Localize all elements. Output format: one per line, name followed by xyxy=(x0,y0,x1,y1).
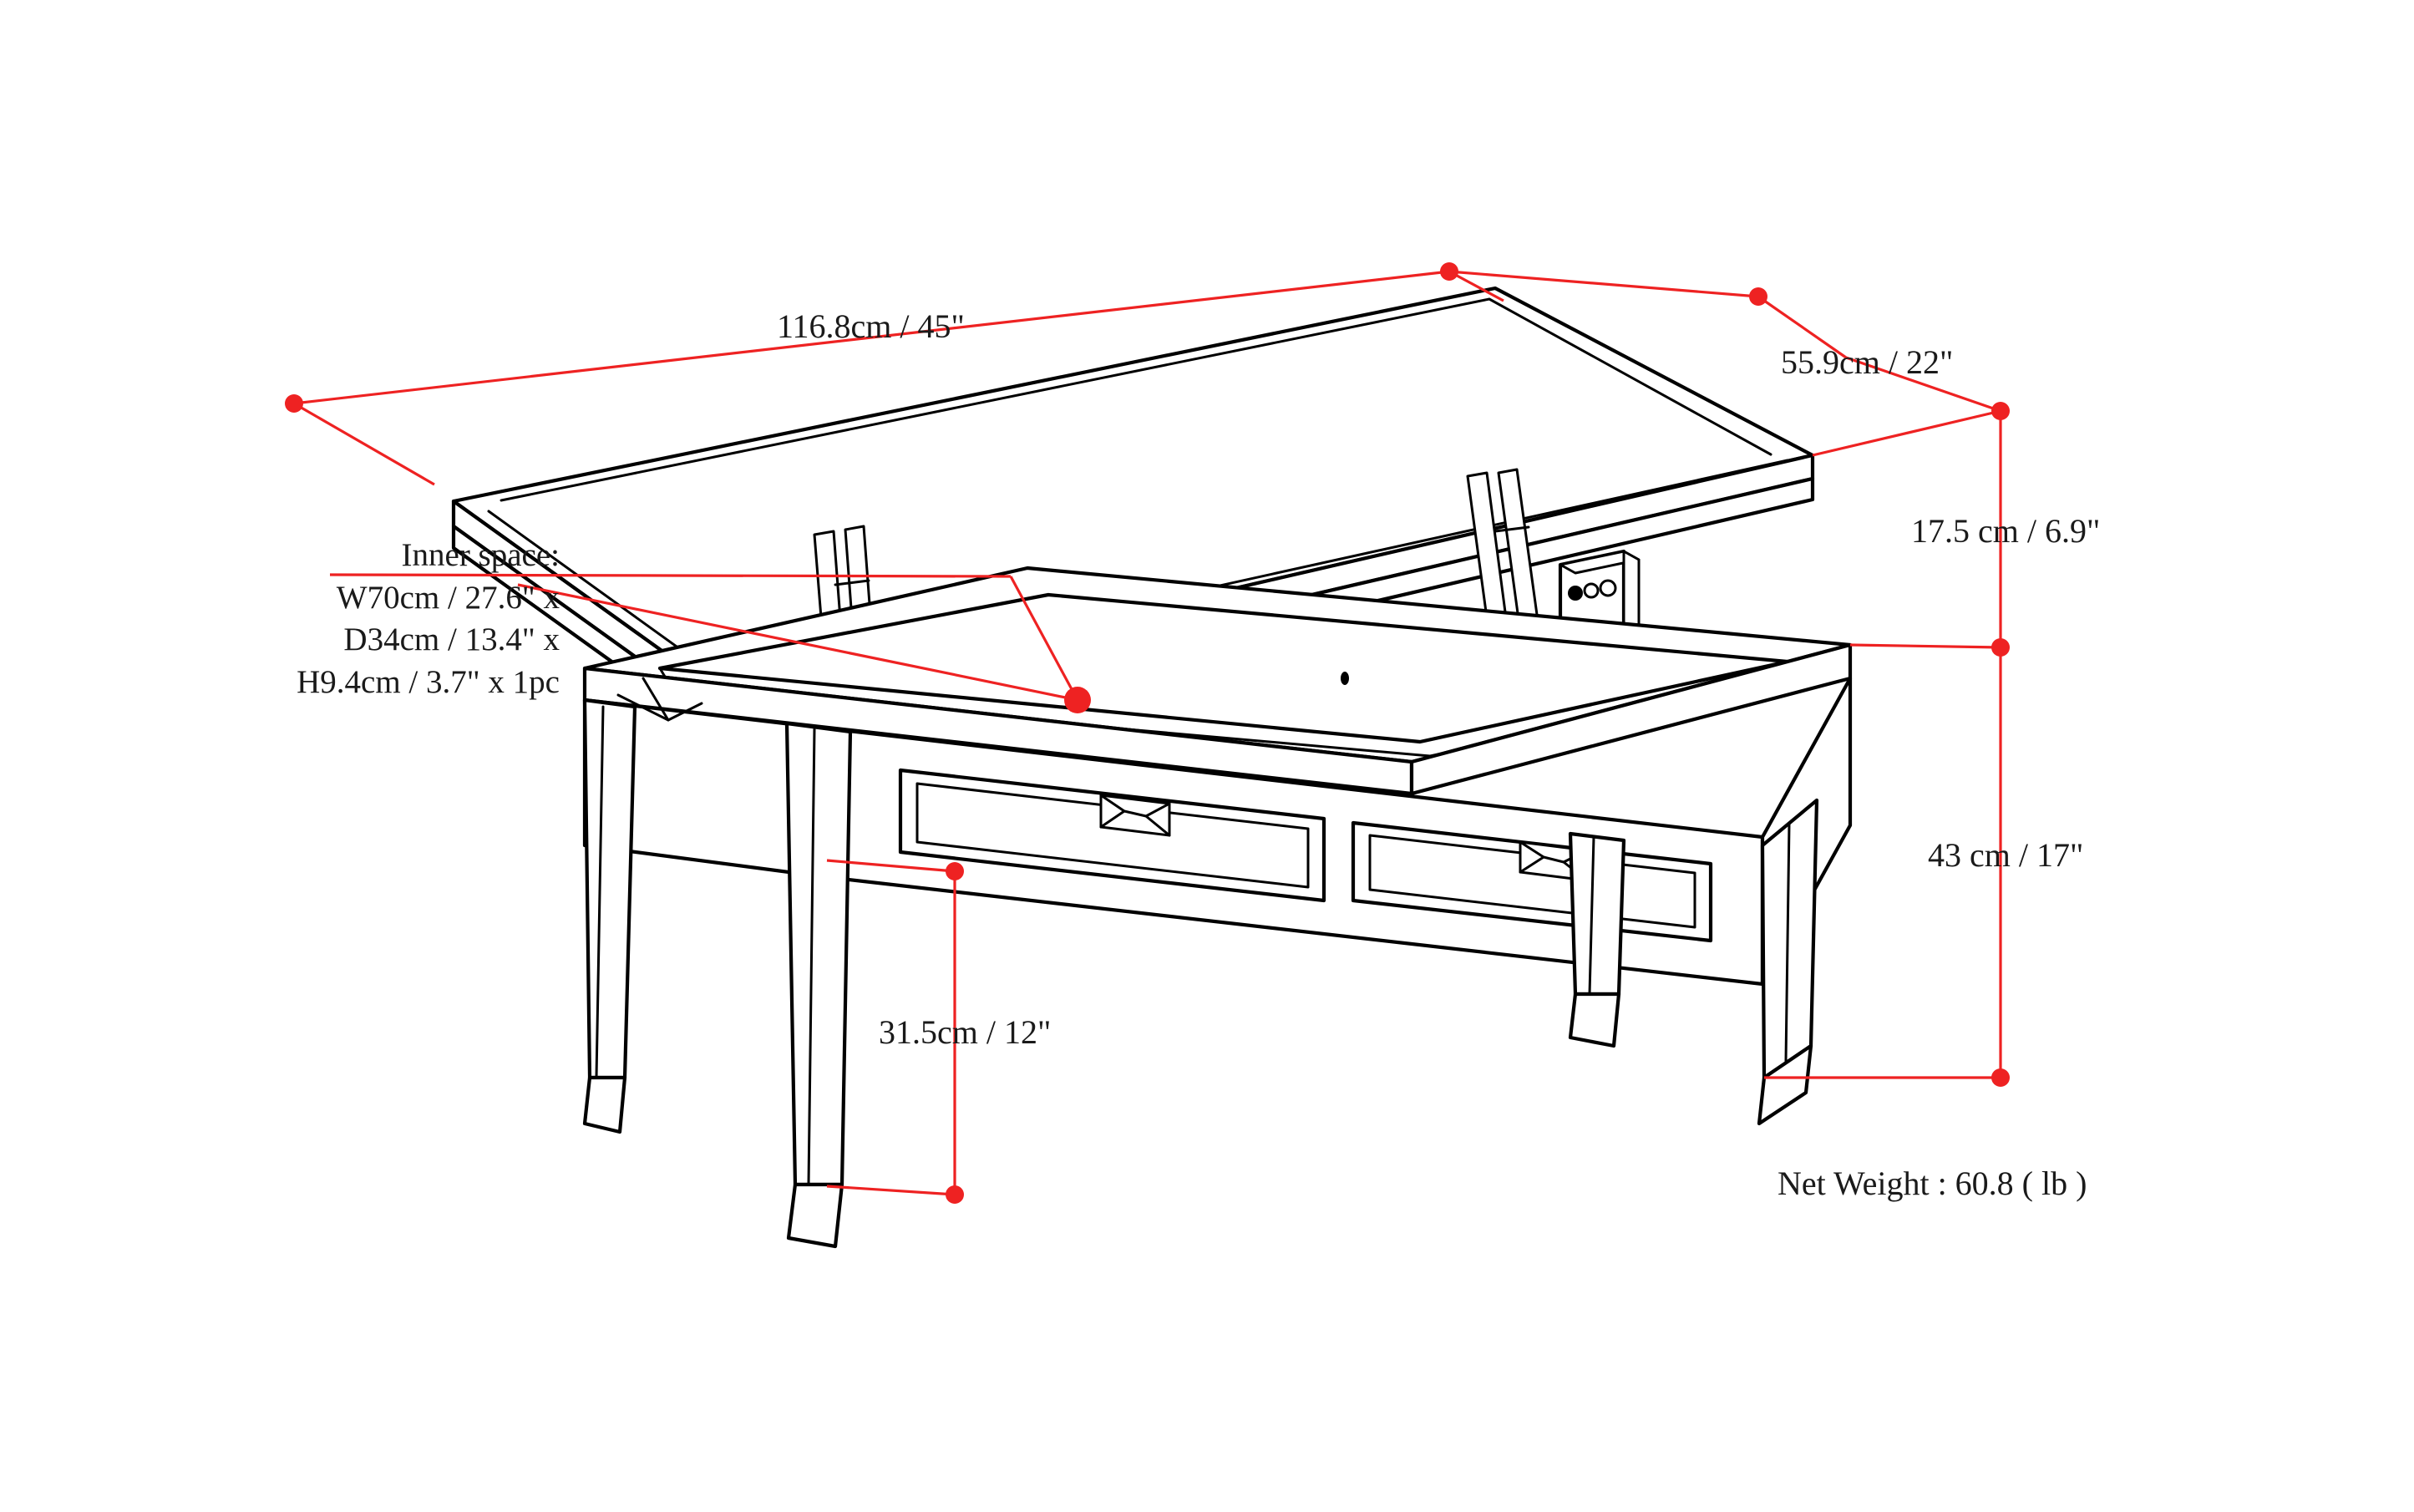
dimension-leader-inner-space xyxy=(329,573,1091,713)
label-net-weight: Net Weight : 60.8 ( lb ) xyxy=(1778,1164,2087,1202)
drawer-pull-left[interactable] xyxy=(1099,794,1171,837)
leg-rear-right xyxy=(1568,831,1626,1048)
inner-space-line-2: D34cm / 13.4" x xyxy=(343,622,560,658)
fastener-dot-2 xyxy=(1583,582,1600,599)
leg-rear-left xyxy=(582,698,637,1134)
dimension-line-clearance xyxy=(826,859,964,1204)
label-table-height-dimension: 43 cm / 17" xyxy=(1928,836,2084,874)
inner-space-line-1: W70cm / 27.6" x xyxy=(336,579,560,616)
inner-space-title: Inner space: xyxy=(401,537,560,573)
label-depth-dimension: 55.9cm / 22" xyxy=(1781,343,1954,381)
table-legs xyxy=(582,698,1819,1249)
label-lift-rise-dimension: 17.5 cm / 6.9" xyxy=(1911,512,2101,550)
dimension-line-vertical-right xyxy=(1764,411,2010,1087)
fastener-dot-1 xyxy=(1568,586,1583,601)
fastener-dot-3 xyxy=(1599,579,1617,597)
inner-space-line-3: H9.4cm / 3.7" x 1pc xyxy=(297,664,560,701)
dimension-line-width xyxy=(285,262,1504,486)
table-frame-box xyxy=(582,566,1853,987)
cavity-screw-hole xyxy=(1341,672,1349,685)
inner-space-callout: Inner space: W70cm / 27.6" x D34cm / 13.… xyxy=(42,535,560,704)
leg-front-left xyxy=(784,721,853,1249)
label-width-dimension: 116.8cm / 45" xyxy=(777,307,965,345)
label-clearance-dimension: 31.5cm / 12" xyxy=(879,1013,1052,1051)
dimension-line-depth xyxy=(1448,270,2010,457)
leg-front-right xyxy=(1757,798,1819,1126)
